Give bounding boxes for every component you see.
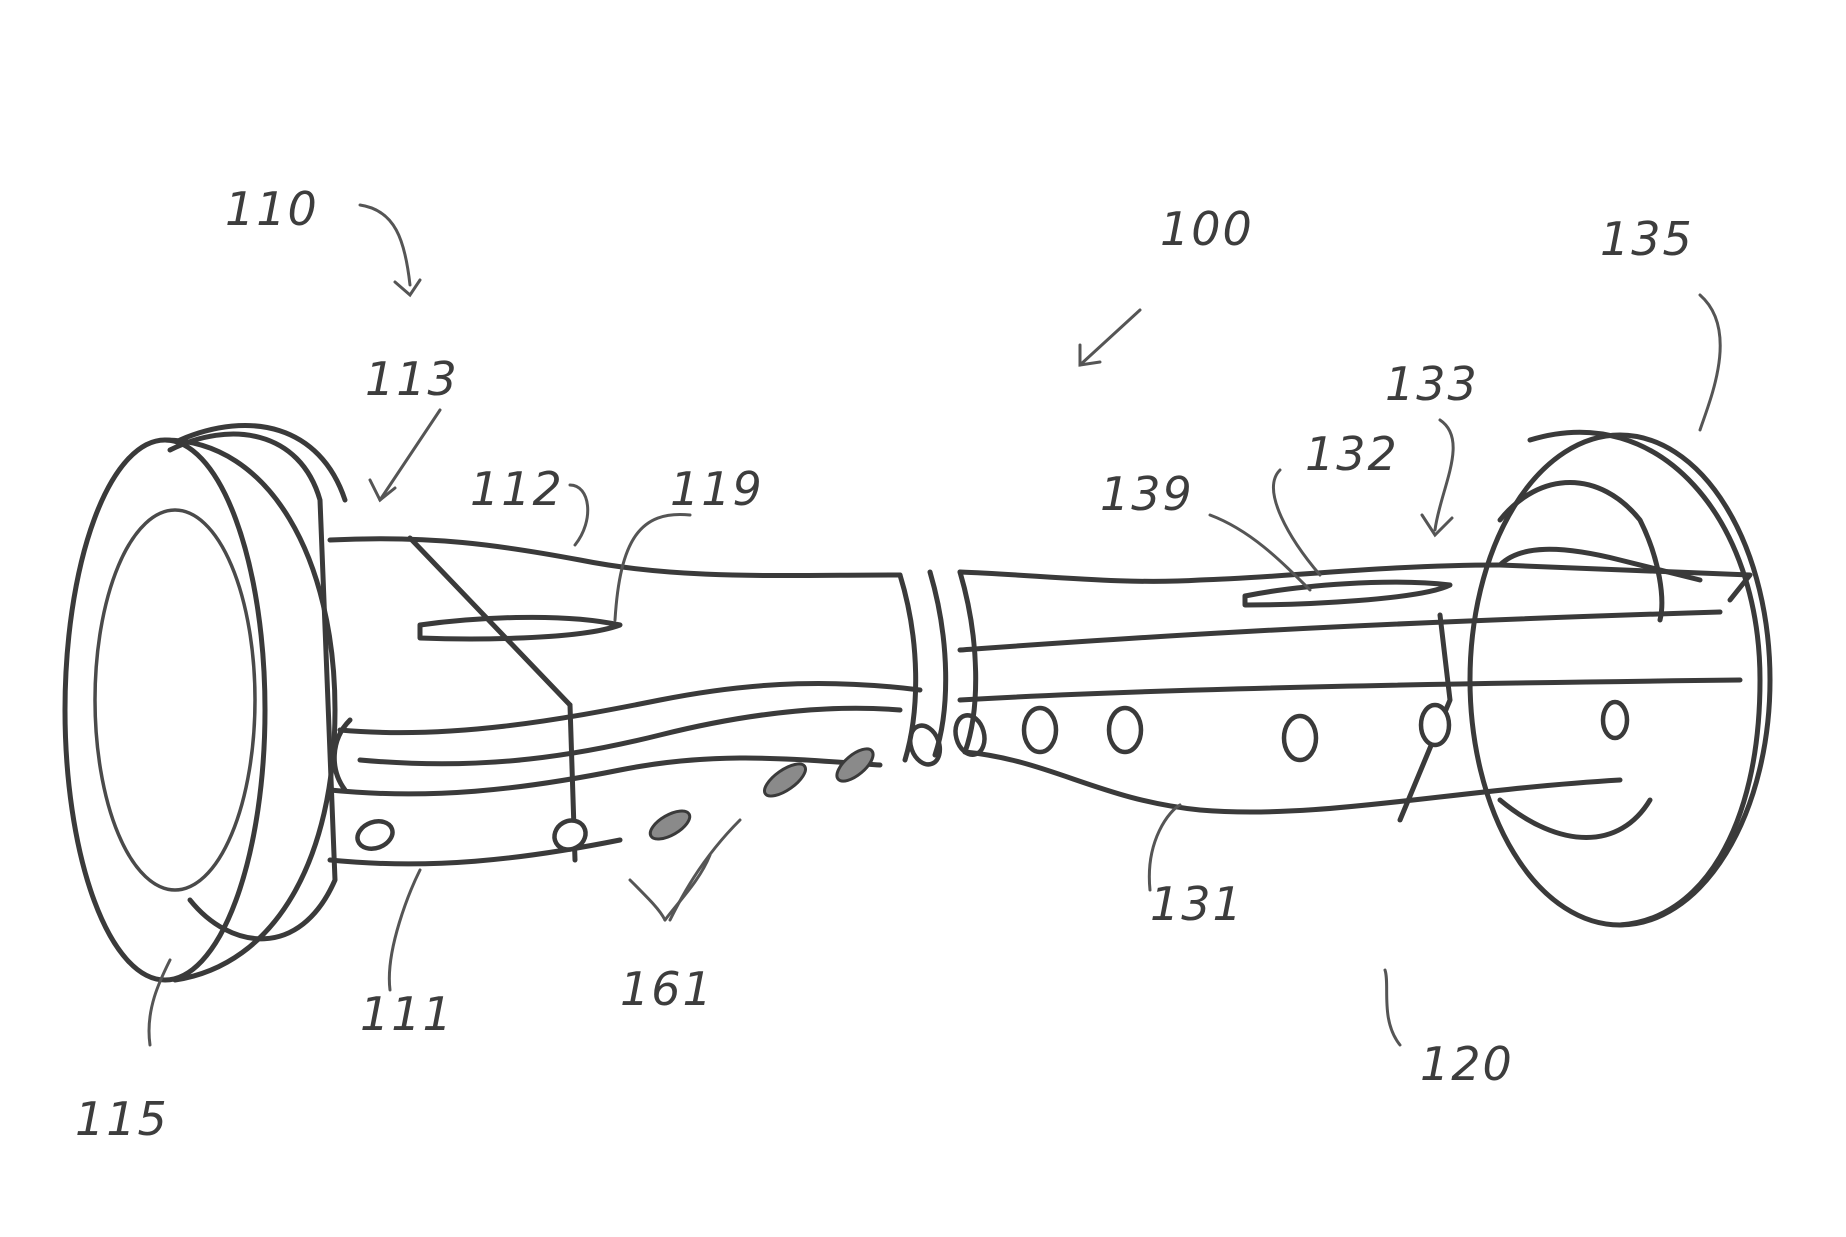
leader-lines	[147, 203, 1722, 1047]
label-135: 135	[1600, 212, 1694, 266]
right-wheel	[1467, 429, 1773, 928]
label-111: 111	[360, 987, 454, 1041]
label-110: 110	[225, 182, 319, 236]
vents	[648, 713, 987, 841]
label-120: 120	[1420, 1037, 1514, 1091]
label-139: 139	[1100, 467, 1194, 521]
label-161: 161	[620, 962, 714, 1016]
label-115: 115	[75, 1092, 169, 1146]
label-131: 131	[1150, 877, 1244, 931]
label-119: 119	[670, 462, 764, 516]
label-133: 133	[1385, 357, 1479, 411]
label-132: 132	[1305, 427, 1399, 481]
right-housing	[957, 546, 1753, 823]
reference-labels: 110 100 135 113 133 112 119 132 139 131 …	[75, 182, 1694, 1146]
center-joint	[897, 569, 979, 763]
label-113: 113	[365, 352, 459, 406]
label-112: 112	[470, 462, 564, 516]
left-wheel	[62, 423, 348, 983]
left-housing	[327, 535, 923, 867]
label-100: 100	[1160, 202, 1254, 256]
